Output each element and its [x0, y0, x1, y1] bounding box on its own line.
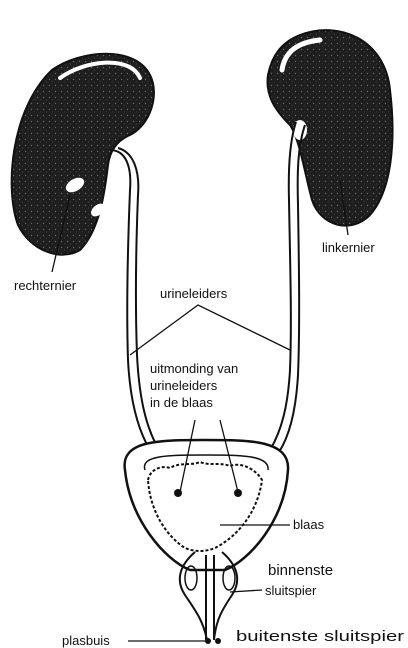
- leader-ureters: [130, 305, 290, 355]
- label-inner-sphincter-2: sluitspier: [265, 583, 317, 598]
- label-bladder: blaas: [293, 517, 325, 532]
- label-left-kidney: linkernier: [322, 240, 375, 255]
- left-kidney: [267, 30, 392, 226]
- label-ureter-opening-2: urineleiders: [150, 378, 218, 393]
- bladder: [125, 440, 288, 570]
- label-ureter-opening-1: uitmonding van: [150, 361, 238, 376]
- left-ureter: [270, 122, 305, 452]
- label-right-kidney: rechternier: [14, 278, 77, 293]
- right-kidney: [12, 54, 154, 255]
- label-inner-sphincter-1: binnenste: [268, 562, 333, 579]
- label-outer-sphincter: buitenste sluitspier: [236, 628, 404, 645]
- label-ureters: urineleiders: [160, 286, 228, 301]
- label-urethra: plasbuis: [62, 633, 110, 648]
- label-ureter-opening-3: in de blaas: [150, 395, 213, 410]
